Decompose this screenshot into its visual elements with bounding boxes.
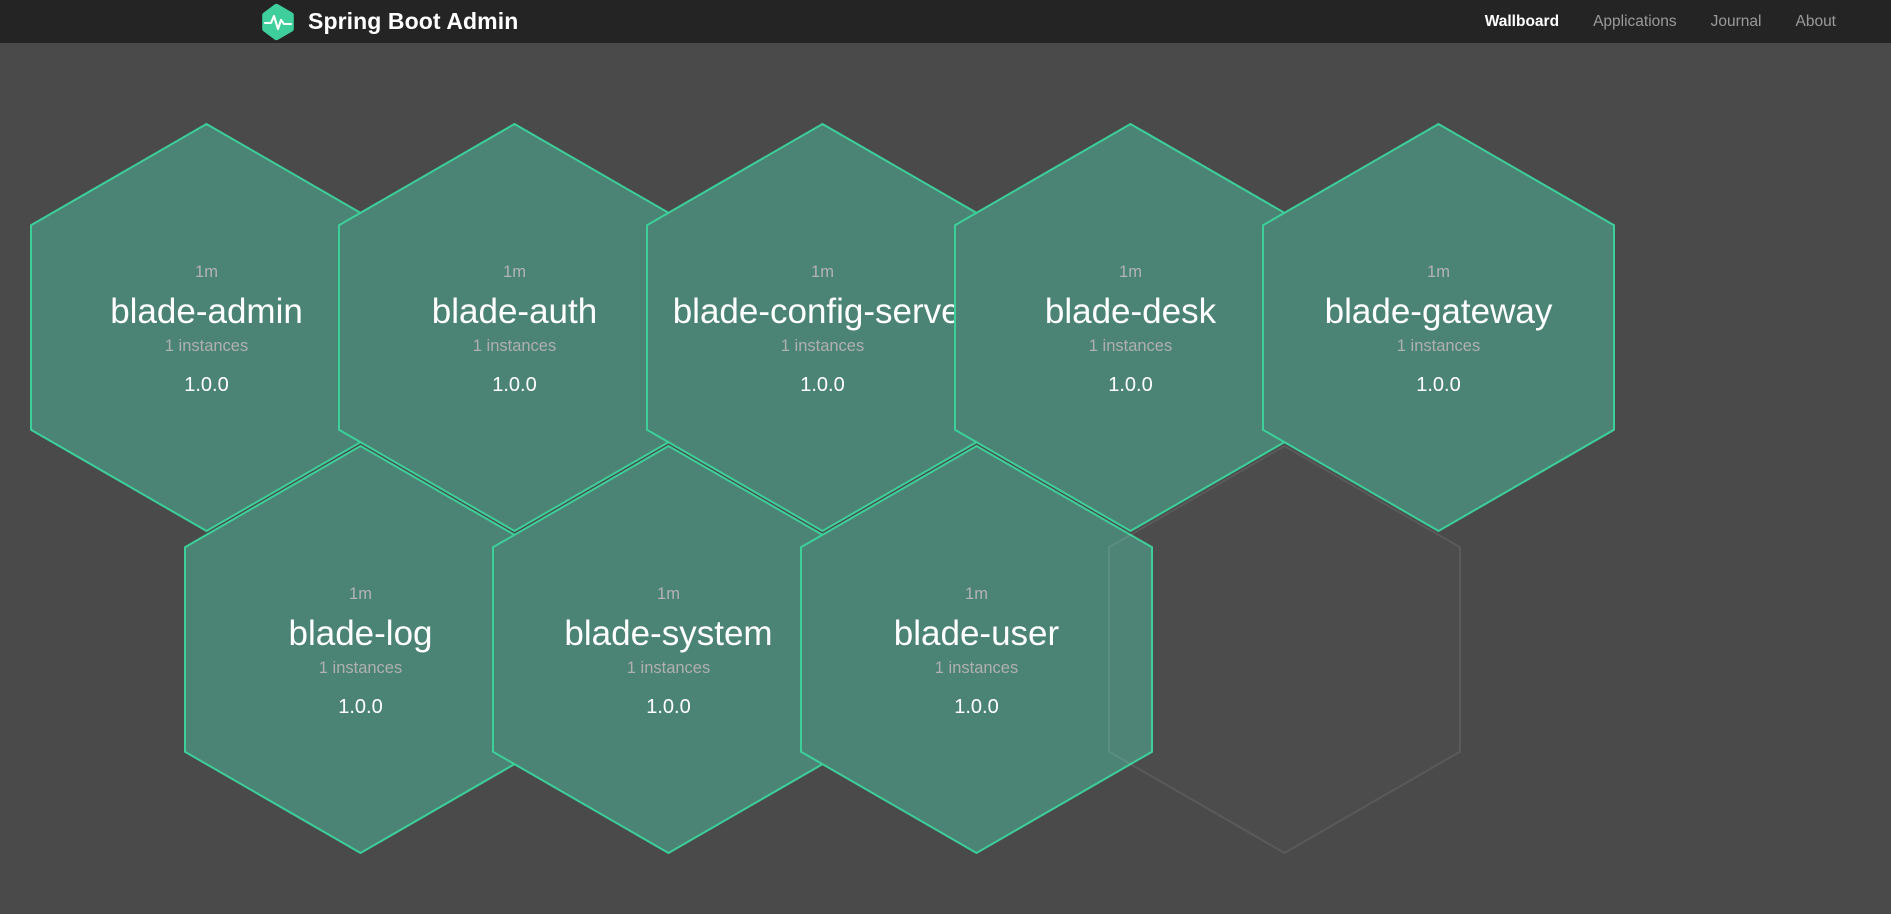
nav-link-wallboard[interactable]: Wallboard <box>1484 13 1560 30</box>
brand-logo-link[interactable]: Spring Boot Admin <box>259 3 518 41</box>
hexagon-grid: 1m blade-admin 1 instances 1.0.0 1m blade-aut… <box>0 43 1891 914</box>
application-version: 1.0.0 <box>954 695 999 718</box>
application-status: 1m <box>349 585 372 604</box>
application-instances: 1 instances <box>164 336 249 355</box>
hexagon-content: 1m blade-gateway 1 instances 1.0.0 <box>1262 123 1615 532</box>
application-name: blade-config-server <box>672 292 973 332</box>
application-name: blade-gateway <box>1324 292 1553 332</box>
hexagon-content: 1m blade-system 1 instances 1.0.0 <box>492 445 845 854</box>
application-version: 1.0.0 <box>184 373 229 396</box>
brand-title: Spring Boot Admin <box>308 8 519 34</box>
nav-link-journal[interactable]: Journal <box>1710 13 1762 30</box>
application-status: 1m <box>811 263 834 282</box>
application-status: 1m <box>1119 263 1142 282</box>
hexagon-content: 1m blade-auth 1 instances 1.0.0 <box>338 123 691 532</box>
application-hexagon[interactable]: 1m blade-log 1 instances 1.0.0 <box>184 444 537 855</box>
application-status: 1m <box>1427 263 1450 282</box>
application-instances: 1 instances <box>626 658 711 677</box>
nav-link-about[interactable]: About <box>1795 13 1836 30</box>
application-instances: 1 instances <box>934 658 1019 677</box>
nav-link-applications[interactable]: Applications <box>1593 13 1677 30</box>
application-version: 1.0.0 <box>338 695 383 718</box>
application-instances: 1 instances <box>472 336 557 355</box>
application-version: 1.0.0 <box>1416 373 1461 396</box>
top-navbar: Spring Boot Admin Wallboard Applications… <box>0 0 1891 43</box>
application-version: 1.0.0 <box>1108 373 1153 396</box>
application-status: 1m <box>657 585 680 604</box>
application-instances: 1 instances <box>318 658 403 677</box>
application-hexagon[interactable]: 1m blade-admin 1 instances 1.0.0 <box>30 122 383 533</box>
hexagon-shape <box>1108 444 1461 855</box>
application-name: blade-user <box>893 614 1060 654</box>
application-status: 1m <box>503 263 526 282</box>
hexagon-shape <box>800 444 1153 855</box>
application-hexagon[interactable]: 1m blade-system 1 instances 1.0.0 <box>492 444 845 855</box>
hexagon-content: 1m blade-user 1 instances 1.0.0 <box>800 445 1153 854</box>
hexagon-content: 1m blade-log 1 instances 1.0.0 <box>184 445 537 854</box>
application-hexagon[interactable]: 1m blade-config-server 1 instances 1.0.0 <box>646 122 999 533</box>
application-version: 1.0.0 <box>646 695 691 718</box>
application-version: 1.0.0 <box>492 373 537 396</box>
application-hexagon[interactable]: 1m blade-desk 1 instances 1.0.0 <box>954 122 1307 533</box>
hexagon-content: 1m blade-admin 1 instances 1.0.0 <box>30 123 383 532</box>
application-name: blade-desk <box>1044 292 1217 332</box>
hexagon-content: 1m blade-config-server 1 instances 1.0.0 <box>646 123 999 532</box>
application-instances: 1 instances <box>1396 336 1481 355</box>
hexagon-content: 1m blade-desk 1 instances 1.0.0 <box>954 123 1307 532</box>
main-navigation: Wallboard Applications Journal About <box>1468 0 1853 43</box>
application-hexagon[interactable]: 1m blade-user 1 instances 1.0.0 <box>800 444 1153 855</box>
heartbeat-hexagon-icon <box>259 3 297 41</box>
application-name: blade-log <box>288 614 433 654</box>
application-version: 1.0.0 <box>800 373 845 396</box>
hexagon-shape <box>1262 122 1615 533</box>
wallboard-panel: 1m blade-admin 1 instances 1.0.0 1m blade-aut… <box>0 43 1891 914</box>
application-status: 1m <box>195 263 218 282</box>
hexagon-placeholder <box>1108 444 1461 855</box>
application-status: 1m <box>965 585 988 604</box>
application-hexagon[interactable]: 1m blade-gateway 1 instances 1.0.0 <box>1262 122 1615 533</box>
application-name: blade-admin <box>110 292 303 332</box>
application-name: blade-auth <box>431 292 598 332</box>
application-instances: 1 instances <box>1088 336 1173 355</box>
application-name: blade-system <box>564 614 773 654</box>
application-instances: 1 instances <box>780 336 865 355</box>
